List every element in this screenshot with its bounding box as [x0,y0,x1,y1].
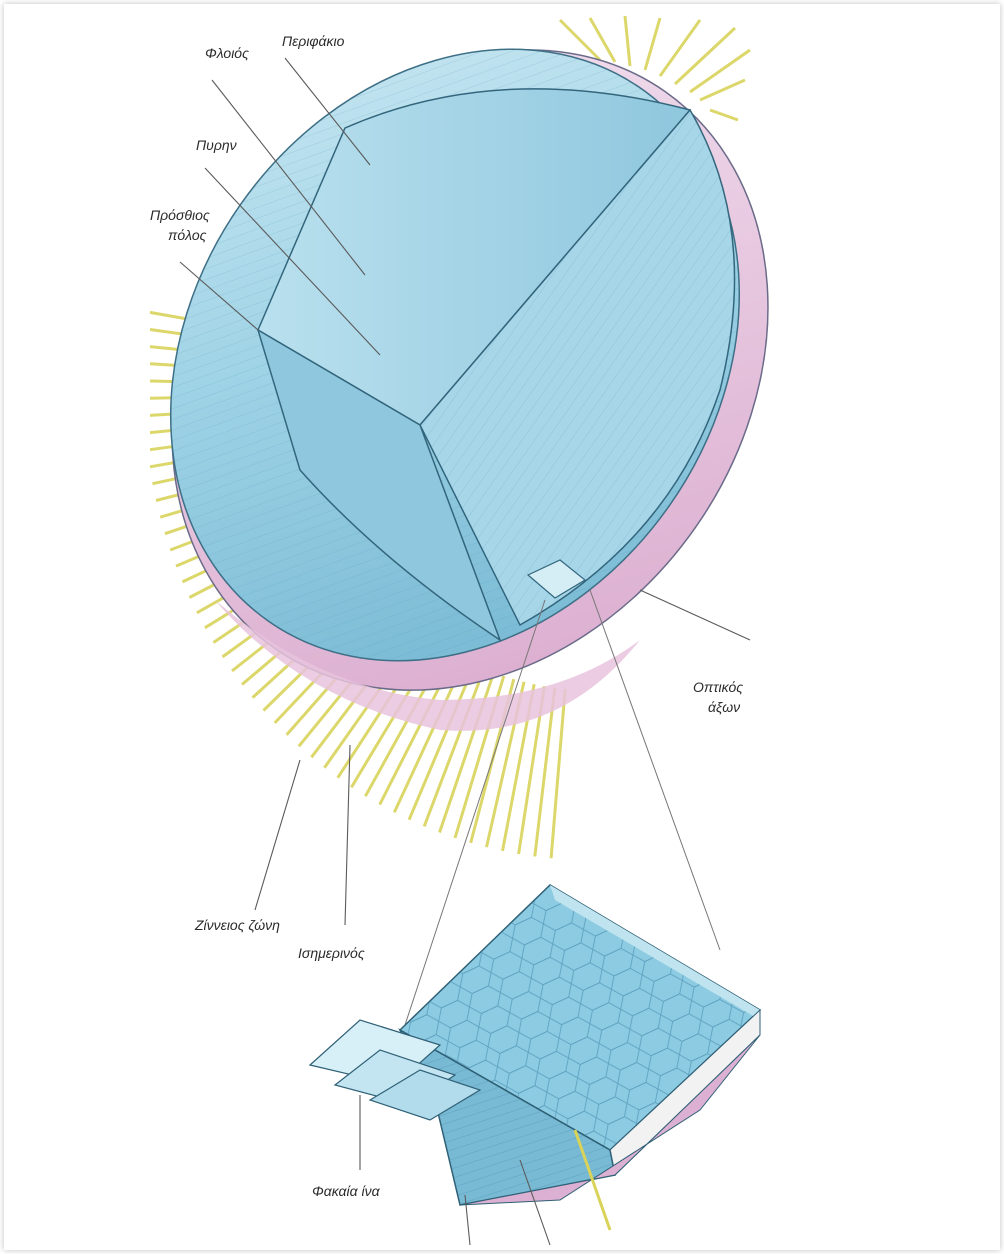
zonule-fiber [424,669,484,827]
zonule-fiber [551,689,565,858]
label-optic-axis-2: άξων [708,699,740,715]
label-cortex: Φλοιός [205,45,249,61]
label-anterior-pole-1: Πρόσθιος [150,207,210,223]
enlarged-fiber-block [310,885,760,1230]
label-anterior-pole-2: πόλος [168,227,207,243]
label-capsule: Περιφάκιο [282,33,345,49]
label-lens-fiber: Φακαία ίνα [312,1183,381,1199]
label-equator: Ισημερινός [298,945,365,961]
leader-equator [345,745,350,925]
label-optic-axis-1: Οπτικός [693,679,743,695]
zoom-line-right [590,590,720,950]
leader-optic-axis [640,590,750,640]
label-nucleus: Πυρην [196,137,237,153]
leader-zonule [255,760,300,910]
label-zonule: Ζίννειος ζώνη [194,917,280,933]
